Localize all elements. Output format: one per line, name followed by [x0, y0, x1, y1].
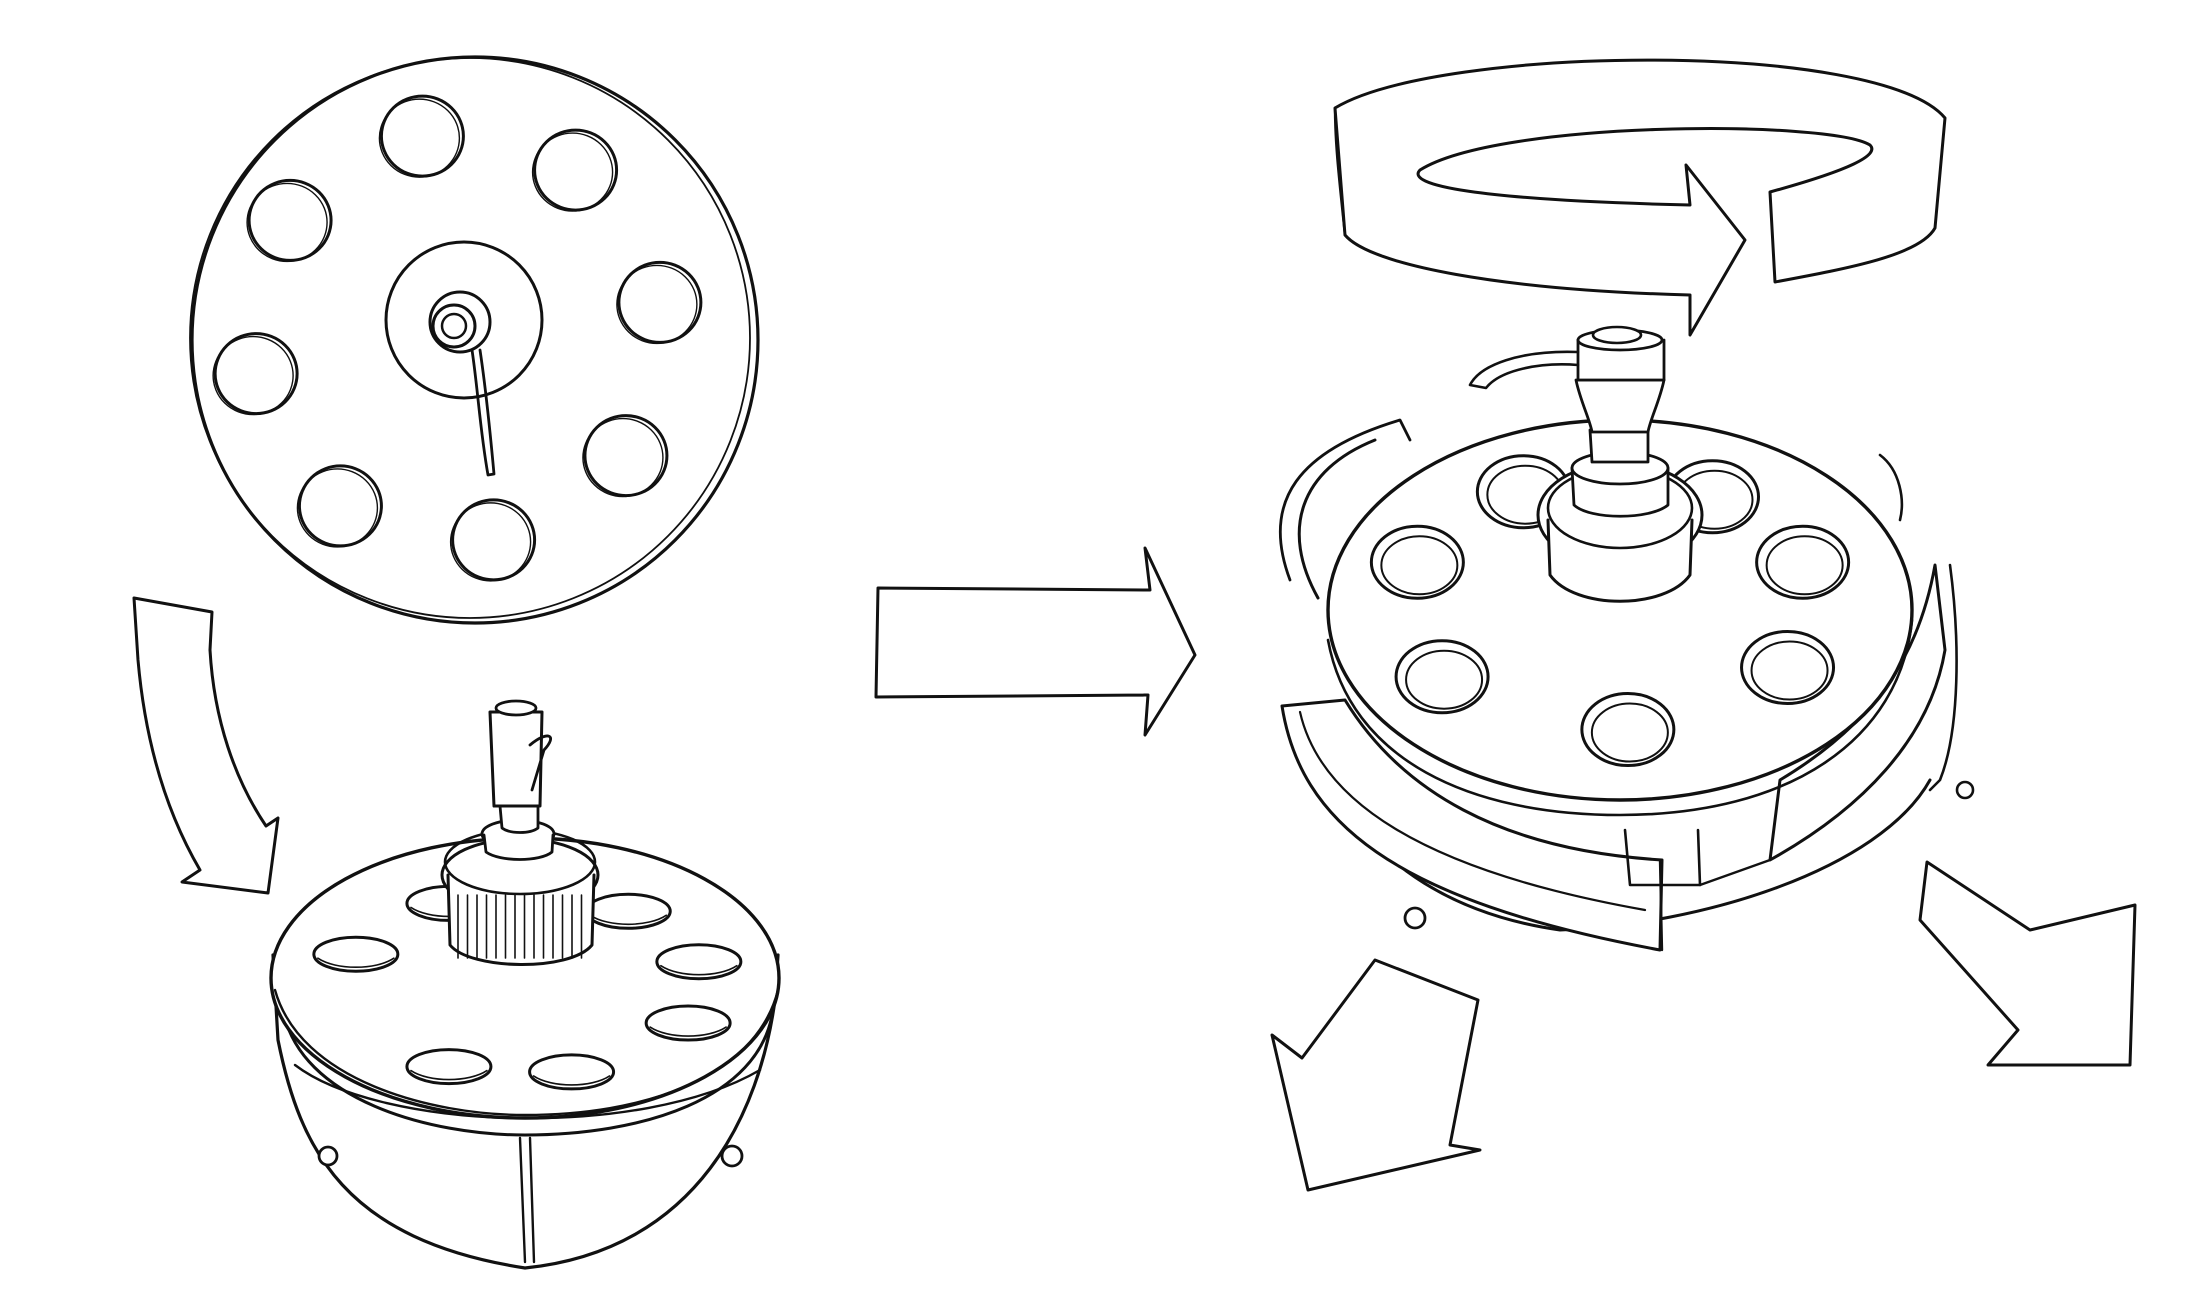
disc-hole-shadow: [449, 502, 532, 582]
open-hole-inner: [1750, 640, 1829, 701]
disc-hole: [213, 332, 299, 416]
open-stem-cap: [1591, 325, 1643, 345]
open-collar: [1588, 428, 1650, 464]
closed-hole-depth: [532, 1075, 611, 1086]
open-hub-body: [1546, 518, 1694, 603]
disc-hole: [533, 128, 619, 212]
closed-hole-depth: [649, 1026, 727, 1037]
top-view-disc: [189, 55, 760, 625]
disc-hole-group: [212, 94, 703, 582]
drawer-right-outer: [1928, 563, 1958, 792]
closed-stem-cap: [494, 699, 538, 717]
drawer-divider-lines: [1658, 858, 1772, 952]
drawer-out-left-arrow: [1270, 958, 1482, 1192]
disc-hole-shadow: [582, 417, 664, 498]
closed-washer-side: [482, 833, 555, 861]
drawer-out-right-arrow: [1918, 860, 2137, 1067]
closed-drawer-band: [281, 1008, 775, 1137]
closed-hole-depth: [589, 914, 668, 926]
disc-hole-shadow: [212, 335, 294, 416]
closed-hole-depth: [317, 957, 395, 969]
drawer-center-divider: [1623, 828, 1702, 887]
disc-outer-rim: [190, 55, 760, 625]
closed-knob-left: [317, 1145, 339, 1167]
disc-hole: [247, 178, 333, 262]
open-hole: [1394, 639, 1490, 715]
drawer-left-inner: [1298, 710, 1647, 912]
open-housing-left-rim: [1279, 418, 1412, 582]
open-device: [1279, 325, 1975, 952]
disc-hole: [297, 464, 383, 548]
closed-stem-collar: [498, 804, 540, 834]
open-hole-inner: [1380, 535, 1459, 596]
open-hole: [1740, 630, 1836, 705]
disc-hole-shadow: [531, 132, 614, 212]
open-stem-lever: [1468, 350, 1580, 390]
open-hole: [1580, 692, 1676, 768]
open-hole-inner: [1590, 702, 1669, 763]
open-stem-flare: [1574, 378, 1666, 434]
open-housing-right-rim: [1878, 453, 1904, 522]
disc-outer-rim-shadow: [189, 57, 751, 619]
disc-hole: [451, 498, 537, 582]
closed-stem-lever: [528, 734, 552, 792]
closed-stem: [488, 710, 544, 808]
closed-hole-group: [312, 884, 743, 1091]
disc-hole-shadow: [246, 182, 328, 263]
drawer-right-knob: [1955, 780, 1975, 800]
closed-lid-edge: [273, 988, 780, 1117]
disc-hole: [583, 414, 669, 498]
hub-lever: [470, 348, 496, 477]
curved-down-arrow: [132, 596, 280, 895]
disc-hole: [617, 260, 703, 344]
closed-device: [269, 699, 781, 1270]
open-hole-inner: [1765, 535, 1844, 596]
disc-hole: [379, 94, 465, 178]
disc-hole-shadow: [616, 264, 698, 345]
closed-hole: [312, 935, 400, 973]
open-hole-inner: [1405, 649, 1484, 710]
closed-hole: [644, 1004, 732, 1042]
drawer-left: [1280, 698, 1664, 952]
closed-hole-depth: [410, 1069, 488, 1081]
closed-hole-depth: [660, 964, 738, 976]
center-hub-core: [440, 312, 468, 340]
rotation-arrow: [1333, 58, 1947, 337]
disc-hole-shadow: [296, 468, 379, 548]
closed-hole: [405, 1048, 493, 1086]
closed-nut-body: [446, 873, 596, 966]
rotation-arrow-inner-edge: [1333, 106, 1347, 237]
center-hub-nut: [428, 290, 492, 354]
closed-knob-right: [720, 1144, 744, 1168]
drawer-left-knob: [1403, 906, 1427, 930]
center-hub-bolt: [431, 303, 477, 349]
open-lid-edge: [1326, 618, 1914, 817]
right-transition-arrow: [874, 546, 1197, 737]
open-housing-left-wall: [1297, 438, 1377, 600]
closed-nut-knurling: [457, 894, 583, 959]
closed-hole: [528, 1053, 616, 1091]
center-hub-ring: [384, 240, 544, 400]
rotation-arrow-band: [1333, 58, 1947, 337]
closed-body-outline: [271, 953, 780, 1270]
disc-hole-shadow: [378, 98, 461, 178]
closed-drawer-divider: [518, 1136, 536, 1264]
open-hole: [1755, 524, 1851, 600]
closed-hole: [655, 943, 743, 981]
open-hole: [1369, 524, 1465, 600]
